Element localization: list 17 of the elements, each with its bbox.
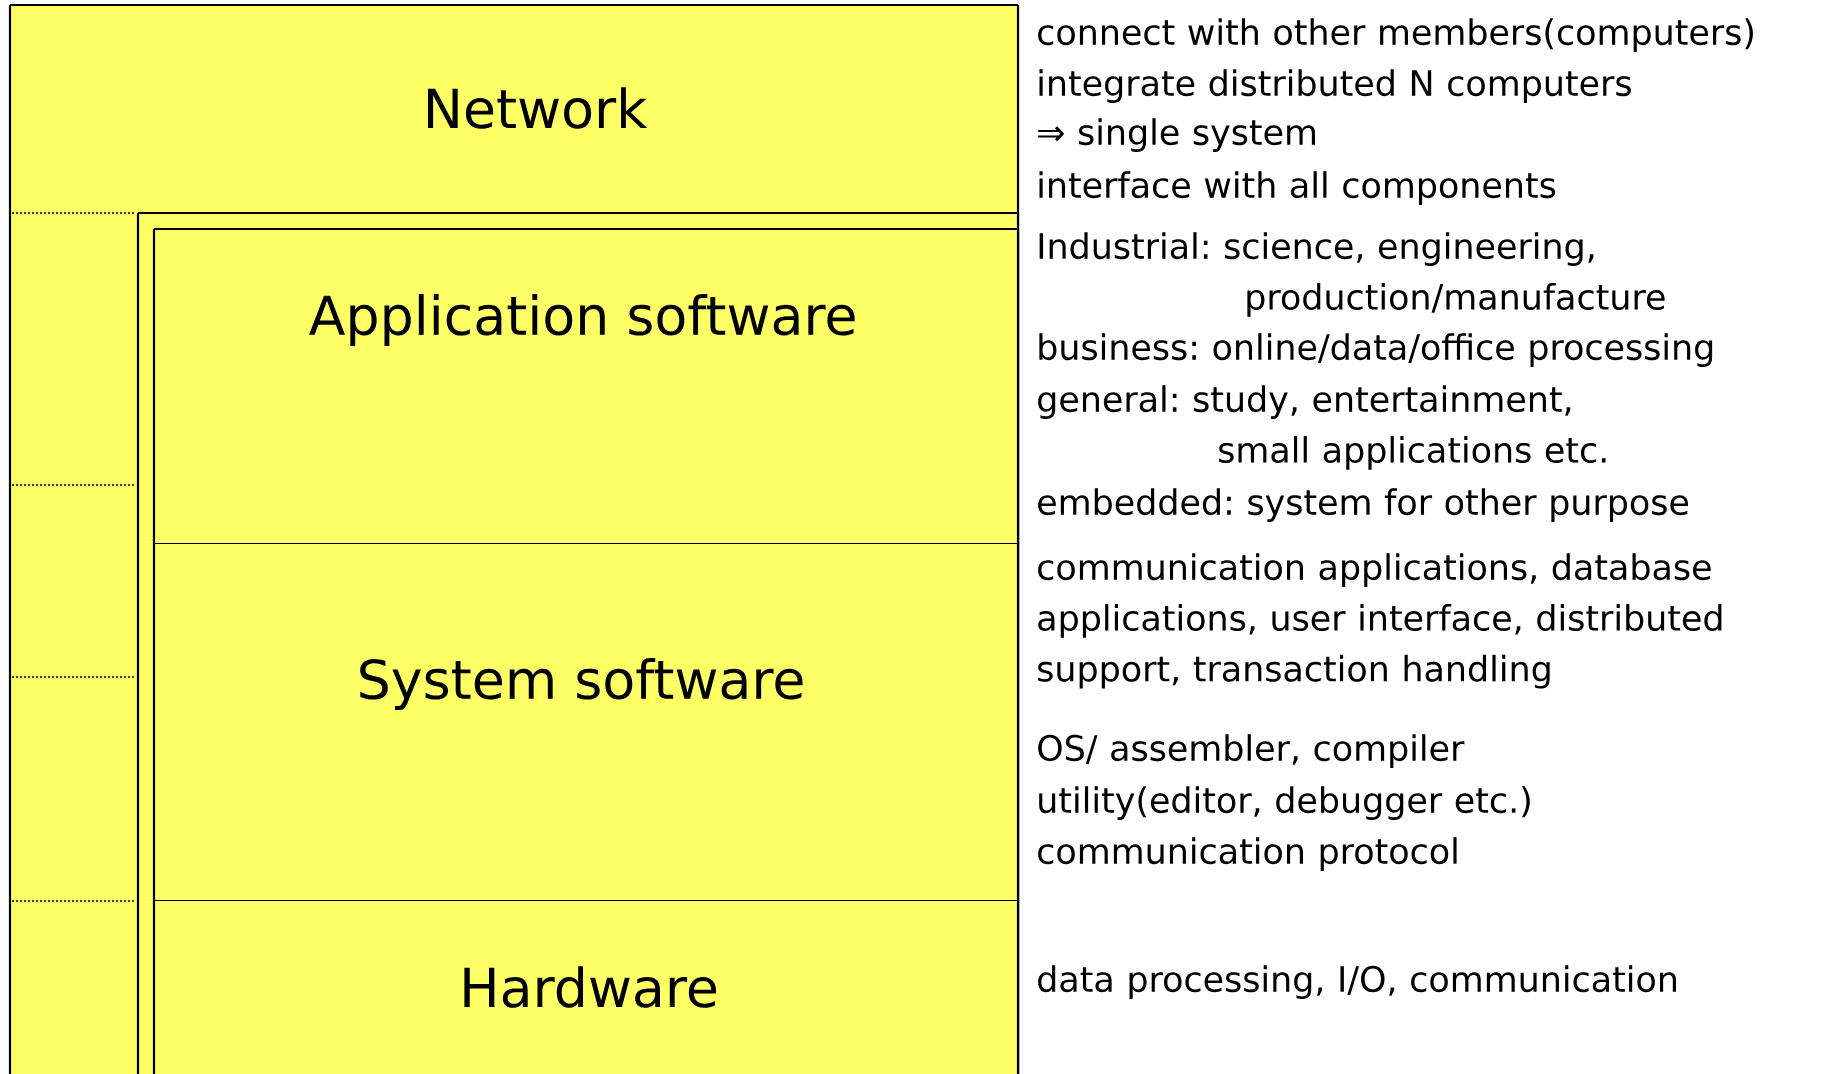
node-label: System software (360, 657, 803, 711)
description-text: utility(editor, debugger etc.) (1039, 786, 1530, 820)
node-label: Application software (309, 293, 855, 347)
description-text: embedded: system for other purpose (1038, 488, 1689, 522)
description-text: business: online/data/office processing (1039, 333, 1713, 367)
layer-box: Hardware (152, 899, 1020, 1074)
description-text: general: study, entertainment, small applications etc. (1038, 385, 1606, 470)
description-text: integrate distributed N computers (1039, 69, 1631, 103)
description-text: OS/ assembler, compiler (1038, 734, 1465, 768)
description-text: communication applications, database applications, user interface, distributed support, transaction handling (1038, 553, 1722, 689)
description-text: connect with other members(computers) (1038, 18, 1753, 52)
description-text: communication protocol (1038, 837, 1457, 871)
description-text: interface with all components (1039, 171, 1556, 205)
node-label: Hardware (464, 966, 717, 1008)
description-text: ⇒ single system (1038, 118, 1315, 152)
description-text: data processing, I/O, communication (1038, 965, 1676, 999)
layer-box: Application software (152, 227, 1020, 546)
